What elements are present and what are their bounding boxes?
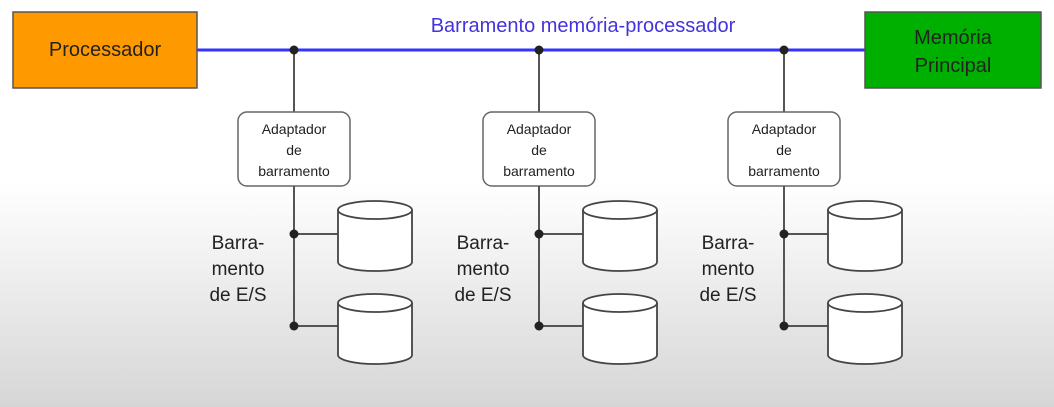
disk-icon [337, 200, 413, 272]
bus-junction-dot [534, 45, 544, 55]
io-bus-label-line1: Barra- [212, 233, 265, 254]
adapter-label-line1: Adaptador [262, 121, 327, 137]
processor-label: Processador [49, 39, 162, 61]
adapter-label-line2: de [531, 142, 547, 158]
io-junction-dot [289, 229, 299, 239]
branch-3: Adaptador de barramento Barra- mento de … [699, 45, 903, 365]
memory-label-line2: Principal [915, 55, 992, 77]
disk-icon [827, 200, 903, 272]
adapter-label-line3: barramento [748, 163, 820, 179]
io-bus-label-line2: mento [457, 259, 510, 280]
io-junction-dot [534, 321, 544, 331]
disk-icon [337, 293, 413, 365]
adapter-label-line3: barramento [258, 163, 330, 179]
disk-icon [827, 293, 903, 365]
io-bus-label-line3: de E/S [454, 285, 511, 306]
bus-junction-dot [289, 45, 299, 55]
adapter-label-line1: Adaptador [752, 121, 817, 137]
adapter-label-line2: de [286, 142, 302, 158]
io-bus-label-line1: Barra- [702, 233, 755, 254]
io-bus-label-line2: mento [212, 259, 265, 280]
io-junction-dot [779, 229, 789, 239]
memory-label-line1: Memória [914, 27, 993, 49]
disk-icon [582, 200, 658, 272]
processor-box: Processador [12, 11, 198, 89]
bus-junction-dot [779, 45, 789, 55]
disk-icon [582, 293, 658, 365]
io-bus-label-line3: de E/S [209, 285, 266, 306]
branch-1: Adaptador de barramento Barra- mento de … [209, 45, 413, 365]
io-junction-dot [289, 321, 299, 331]
branch-2: Adaptador de barramento Barra- mento de … [454, 45, 658, 365]
io-junction-dot [779, 321, 789, 331]
adapter-label-line3: barramento [503, 163, 575, 179]
io-bus-label-line3: de E/S [699, 285, 756, 306]
main-memory-box: Memória Principal [864, 11, 1042, 89]
adapter-label-line2: de [776, 142, 792, 158]
io-junction-dot [534, 229, 544, 239]
io-bus-label-line2: mento [702, 259, 755, 280]
io-bus-label-line1: Barra- [457, 233, 510, 254]
bus-title: Barramento memória-processador [431, 15, 736, 37]
adapter-label-line1: Adaptador [507, 121, 572, 137]
